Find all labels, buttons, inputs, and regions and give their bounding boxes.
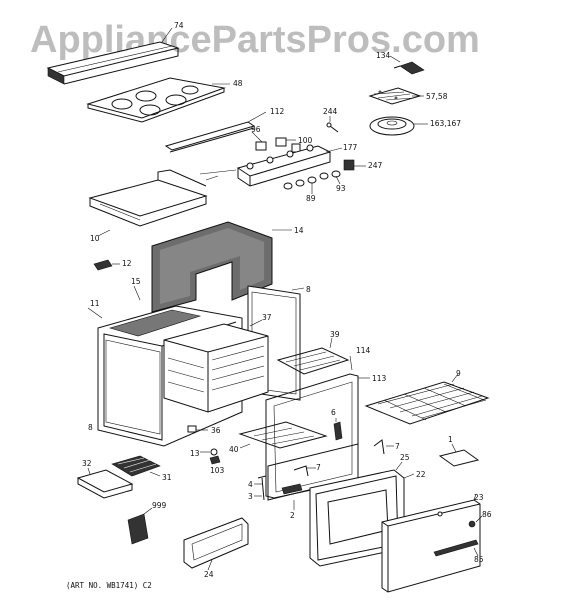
part-valves — [255, 137, 301, 153]
part-cooktop — [86, 77, 226, 123]
part-rail-112 — [164, 121, 256, 153]
part-13-103 — [209, 448, 221, 465]
callout-32: 32 — [82, 459, 92, 468]
callout-25: 25 — [400, 453, 410, 462]
callout-103: 103 — [210, 466, 225, 475]
art-number: (ART NO. WB1741) C2 — [66, 581, 152, 590]
callout-85: 85 — [474, 555, 484, 564]
callout-9: 9 — [456, 369, 461, 378]
callout-37: 37 — [262, 313, 272, 322]
callout-1: 1 — [448, 435, 453, 444]
callout-114: 114 — [356, 346, 371, 355]
part-bracket-12 — [93, 259, 113, 271]
callout-244: 244 — [323, 107, 338, 116]
callout-134: 134 — [376, 51, 391, 60]
part-manual-999 — [127, 513, 149, 545]
callout-163-167: 163,167 — [430, 119, 461, 128]
part-hinge-7 — [373, 439, 385, 455]
part-shim-1 — [438, 449, 480, 467]
callout-23: 23 — [474, 493, 484, 502]
part-drawer-front-24 — [183, 517, 249, 569]
part-latch-6 — [333, 421, 343, 441]
callout-24: 24 — [204, 570, 214, 579]
part-switch-247 — [343, 159, 355, 171]
callout-177: 177 — [343, 143, 358, 152]
part-burner-bowl — [369, 116, 415, 136]
callout-96: 96 — [251, 125, 261, 134]
watermark-text: AppliancePartsPros.com — [30, 19, 480, 61]
callout-13: 13 — [190, 449, 200, 458]
callout-3: 3 — [248, 492, 253, 501]
part-screw-86 — [468, 520, 476, 528]
callout-36: 36 — [211, 426, 221, 435]
callout-8-lower: 8 — [88, 423, 93, 432]
callout-86: 86 — [482, 510, 492, 519]
part-broil-element-40 — [238, 421, 328, 449]
callout-8-upper: 8 — [306, 285, 311, 294]
part-top-trim — [46, 41, 180, 85]
callout-74: 74 — [174, 21, 184, 30]
callout-57-58: 57,58 — [426, 92, 448, 101]
callout-2: 2 — [290, 511, 295, 520]
part-drawer-10 — [88, 169, 208, 227]
callout-12: 12 — [122, 259, 132, 268]
part-igniter — [393, 61, 425, 75]
part-bracket-7-lower — [293, 465, 309, 477]
part-screw-244 — [326, 122, 339, 133]
callout-22: 22 — [416, 470, 426, 479]
part-tray-32 — [76, 469, 134, 499]
part-oven-rack-9 — [364, 381, 490, 425]
callout-7-lower: 7 — [316, 463, 321, 472]
part-knobs — [283, 170, 341, 190]
callout-7-right: 7 — [395, 442, 400, 451]
callout-31: 31 — [162, 473, 172, 482]
callout-247: 247 — [368, 161, 383, 170]
callout-6: 6 — [331, 408, 336, 417]
part-outer-door-23 — [381, 499, 481, 593]
callout-39: 39 — [330, 330, 340, 339]
part-grid-31 — [111, 455, 161, 477]
part-manifold-panel — [199, 144, 332, 187]
part-hinge-4-3 — [257, 475, 267, 501]
callout-14: 14 — [294, 226, 304, 235]
callout-89: 89 — [306, 194, 316, 203]
callout-11: 11 — [90, 299, 100, 308]
callout-100: 100 — [298, 136, 313, 145]
part-36 — [187, 425, 197, 433]
callout-999: 999 — [152, 501, 167, 510]
callout-15: 15 — [131, 277, 141, 286]
part-door-frame-22 — [309, 469, 405, 567]
part-oven-liner-37 — [163, 323, 269, 413]
callout-48: 48 — [233, 79, 243, 88]
part-bake-element-39 — [276, 347, 350, 375]
callout-112: 112 — [270, 107, 285, 116]
callout-10: 10 — [90, 234, 100, 243]
part-insulation-14 — [151, 221, 273, 313]
callout-labels: 74 48 134 57,58 163,167 112 96 100 244 1… — [82, 21, 492, 579]
callout-93: 93 — [336, 184, 346, 193]
callout-40: 40 — [229, 445, 239, 454]
callout-4: 4 — [248, 480, 253, 489]
callout-113: 113 — [372, 374, 387, 383]
